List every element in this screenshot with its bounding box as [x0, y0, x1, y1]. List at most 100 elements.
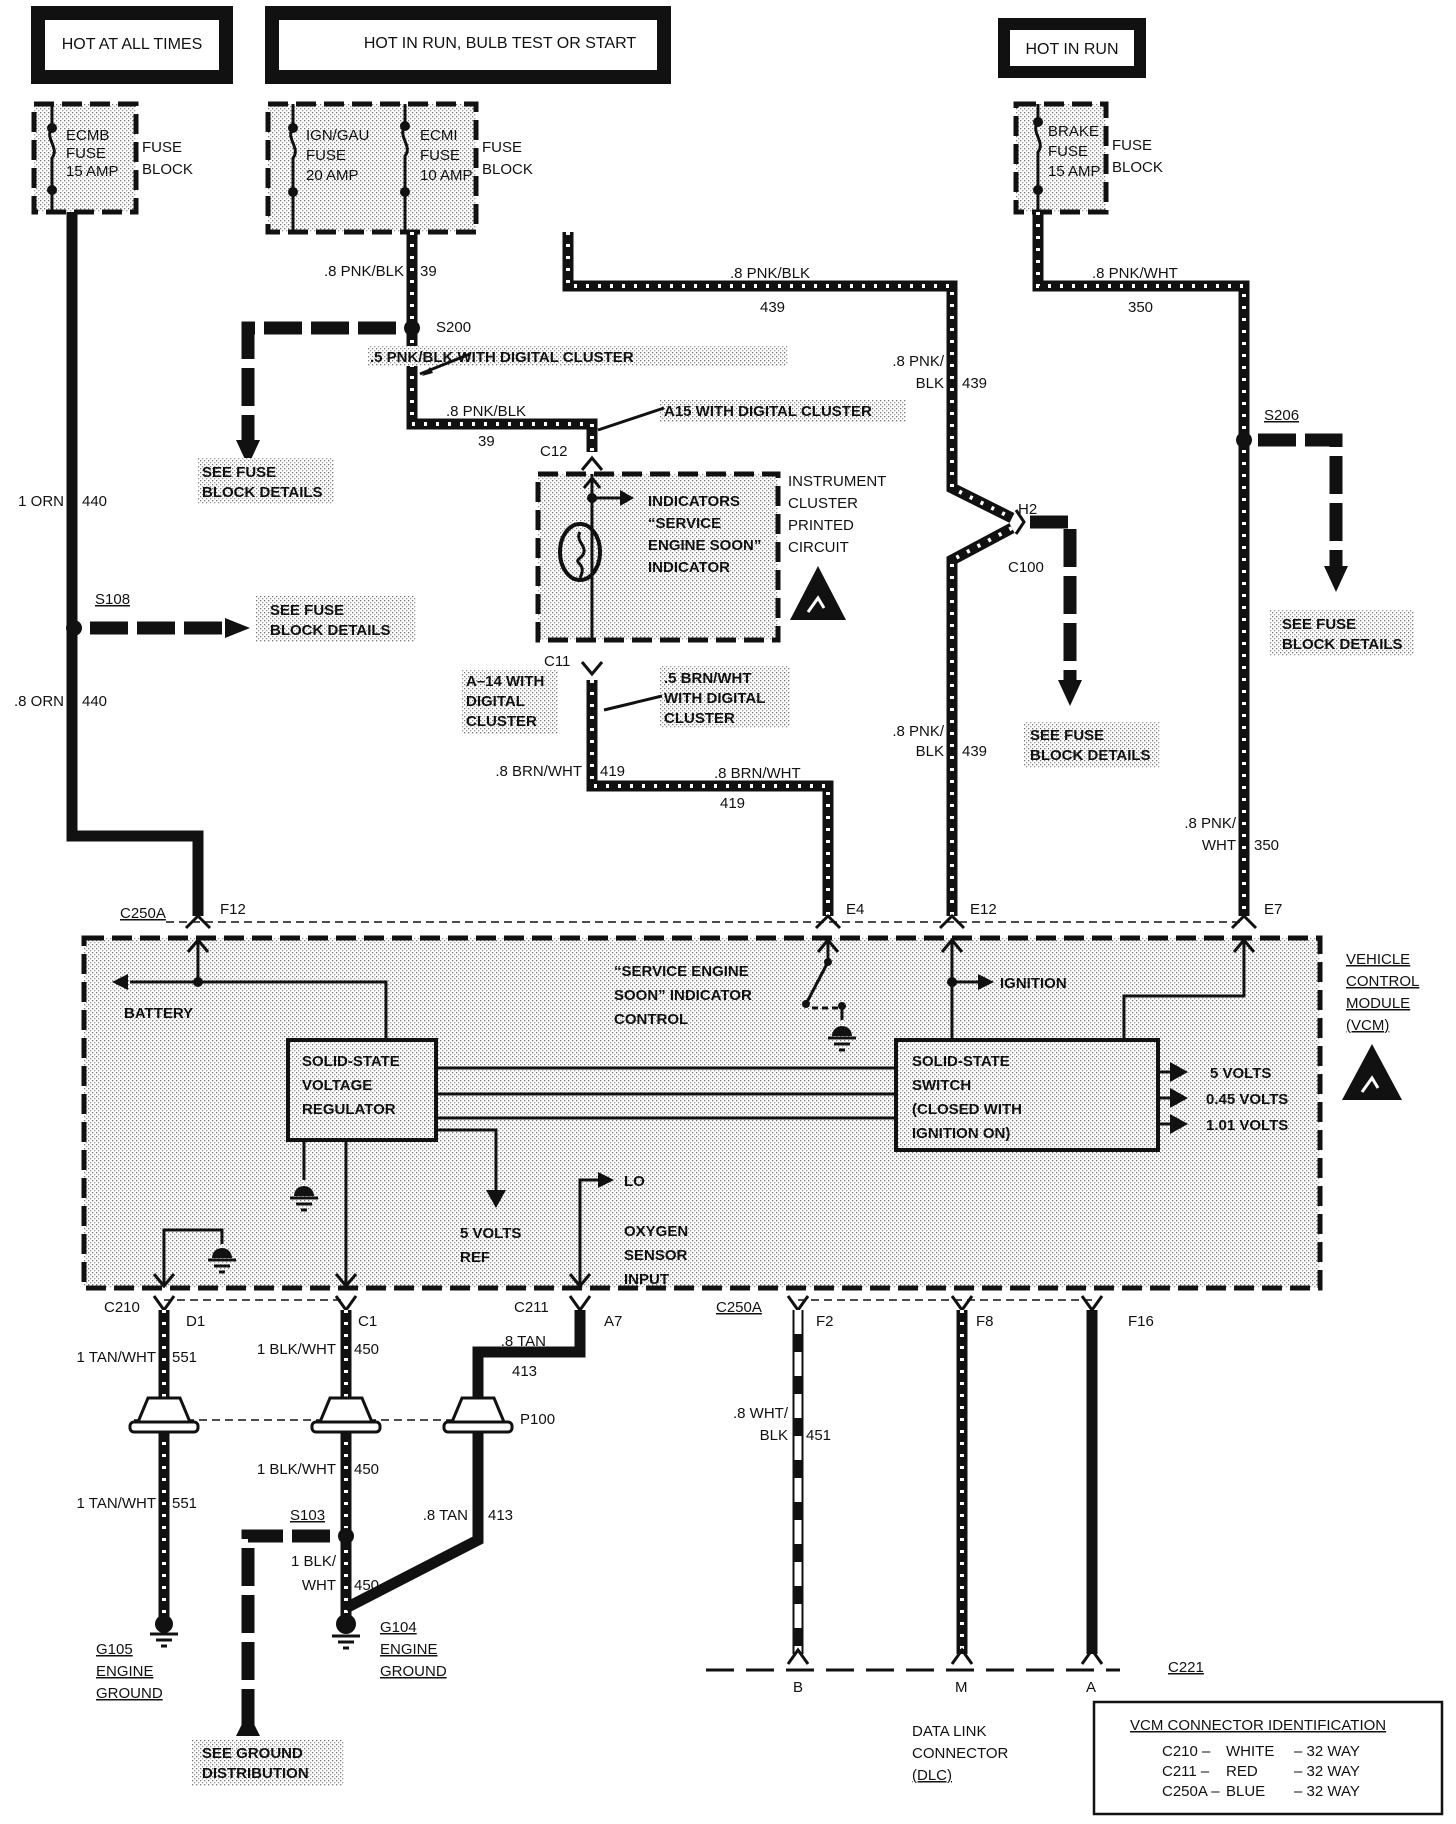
indicator-label: ENGINE SOON” — [648, 537, 761, 554]
vehicle-control-module: VEHICLE CONTROL MODULE (VCM) BATTERY SOL… — [81, 935, 1419, 1291]
see-fuse-block-label: BLOCK DETAILS — [202, 484, 323, 501]
table-cell: BLUE — [1226, 1783, 1265, 1800]
ses-control-label: SOON” INDICATOR — [614, 987, 752, 1004]
wire-label: .8 TAN — [423, 1507, 468, 1524]
ref-label: REF — [460, 1249, 490, 1266]
connector-c12: C12 — [540, 443, 604, 471]
table-title: VCM CONNECTOR IDENTIFICATION — [1130, 1717, 1386, 1734]
fuse-type: FUSE — [1048, 143, 1088, 160]
power-source-label: HOT IN RUN — [1025, 41, 1118, 58]
fuse-rating: 15 AMP — [66, 163, 119, 180]
pin-label: F12 — [220, 901, 246, 918]
indicator-label: “SERVICE — [648, 515, 721, 532]
circuit-number: 439 — [962, 375, 987, 392]
connector-id-table: VCM CONNECTOR IDENTIFICATION C210 – WHIT… — [1092, 1700, 1444, 1816]
wire-label: 1 TAN/WHT — [77, 1495, 156, 1512]
circuit-number: 350 — [1254, 837, 1279, 854]
ground-icon — [208, 1248, 236, 1274]
wire-label: 1 ORN — [18, 493, 64, 510]
wire-label: WHT — [302, 1577, 336, 1594]
table-cell: – 32 WAY — [1294, 1743, 1360, 1760]
fuse-type: FUSE — [66, 145, 106, 162]
fuse-block-label: FUSE — [1112, 137, 1152, 154]
wire-label: .8 PNK/ — [892, 353, 945, 370]
connector-label: P100 — [520, 1411, 555, 1428]
wire-label: .8 WHT/ — [733, 1405, 789, 1422]
power-source-hot-in-run-bulb-test: HOT IN RUN, BULB TEST OR START — [265, 6, 671, 84]
circuit-number: 450 — [354, 1341, 379, 1358]
circuit-number: 439 — [962, 743, 987, 760]
wire-note: .5 BRN/WHT — [664, 670, 752, 687]
see-fuse-block-label: SEE FUSE — [1282, 616, 1356, 633]
instrument-cluster: INDICATORS “SERVICE ENGINE SOON” INDICAT… — [535, 471, 886, 643]
table-cell: – 32 WAY — [1294, 1783, 1360, 1800]
pass-through-p100: P100 — [128, 1396, 555, 1434]
fuse-name: BRAKE — [1048, 123, 1099, 140]
wire-label: 1 BLK/ — [291, 1553, 337, 1570]
esd-warning-icon — [1342, 1044, 1402, 1100]
connector-note: CLUSTER — [466, 713, 537, 730]
ground-label: GROUND — [96, 1685, 163, 1702]
wire-450: 1 BLK/WHT 450 1 BLK/WHT 450 1 BLK/ WHT 4… — [257, 1310, 379, 1620]
splice-s206: S206 SEE FUSE BLOCK DETAILS — [1236, 407, 1414, 656]
table-cell: C211 – — [1162, 1763, 1210, 1780]
wire-label: 1 BLK/WHT — [257, 1341, 336, 1358]
vcm-top-connectors: C250A F12 E4 E12 E7 — [120, 901, 1282, 930]
wire-label: BLK — [760, 1427, 788, 1444]
see-ground-label: SEE GROUND — [202, 1745, 303, 1762]
see-fuse-block-label: SEE FUSE — [1030, 727, 1104, 744]
fuse-block-ecmb: ECMB FUSE 15 AMP FUSE BLOCK — [31, 101, 193, 215]
fuse-block-label: BLOCK — [142, 161, 193, 178]
output-voltage: 0.45 VOLTS — [1206, 1091, 1288, 1108]
oxygen-label: OXYGEN — [624, 1223, 688, 1240]
ignition-label: IGNITION — [1000, 975, 1067, 992]
wire-439: .8 PNK/BLK 439 .8 PNK/ BLK 439 .8 PNK/ B… — [562, 232, 1015, 916]
connector-label: C250A — [716, 1299, 762, 1316]
switch-label: (CLOSED WITH — [912, 1101, 1022, 1118]
pin-label: F8 — [976, 1313, 994, 1330]
wire-note: WITH DIGITAL — [664, 690, 765, 707]
wire-419: .8 BRN/WHT 419 .8 BRN/WHT 419 — [495, 680, 834, 916]
ses-control-label: “SERVICE ENGINE — [614, 963, 749, 980]
ses-control-label: CONTROL — [614, 1011, 688, 1028]
circuit-number: 551 — [172, 1495, 197, 1512]
wire-label: .8 PNK/ — [892, 723, 945, 740]
circuit-number: 39 — [478, 433, 495, 450]
wire-label: .8 PNK/BLK — [324, 263, 404, 280]
fuse-rating: 15 AMP — [1048, 163, 1101, 180]
dlc-label: (DLC) — [912, 1767, 952, 1784]
circuit-number: 413 — [512, 1363, 537, 1380]
fuse-type: FUSE — [306, 147, 346, 164]
wire-label: WHT — [1202, 837, 1236, 854]
connector-label: H2 — [1018, 501, 1037, 518]
cluster-title: CLUSTER — [788, 495, 858, 512]
output-voltage: 1.01 VOLTS — [1206, 1117, 1288, 1134]
see-fuse-block-label: BLOCK DETAILS — [1030, 747, 1151, 764]
pin-label: A7 — [604, 1313, 622, 1330]
indicator-label: INDICATOR — [648, 559, 730, 576]
connector-label: C250A — [120, 905, 166, 922]
power-source-label: HOT IN RUN, BULB TEST OR START — [364, 35, 637, 52]
battery-label: BATTERY — [124, 1005, 193, 1022]
power-source-hot-at-all-times: HOT AT ALL TIMES — [31, 6, 233, 84]
splice-s103: S103 SEE GROUND DISTRIBUTION — [192, 1507, 354, 1786]
ground-label: G104 — [380, 1619, 417, 1636]
fuse-block-brake: BRAKE FUSE 15 AMP FUSE BLOCK — [1013, 101, 1163, 215]
vcm-title: VEHICLE — [1346, 951, 1410, 968]
wire-label: 1 TAN/WHT — [77, 1349, 156, 1366]
pin-label: F2 — [816, 1313, 834, 1330]
circuit-number: 39 — [420, 263, 437, 280]
connector-label: C100 — [1008, 559, 1044, 576]
pin-label: B — [793, 1679, 803, 1696]
circuit-number: 419 — [600, 763, 625, 780]
fuse-block-label: BLOCK — [482, 161, 533, 178]
wire-413: .8 TAN 413 .8 TAN 413 — [343, 1310, 586, 1613]
wire-451: .8 WHT/ BLK 451 — [733, 1310, 831, 1654]
wire-label: .8 PNK/WHT — [1092, 265, 1178, 282]
pin-label: E4 — [846, 901, 864, 918]
pin-label: E7 — [1264, 901, 1282, 918]
table-cell: C210 – — [1162, 1743, 1211, 1760]
table-cell: WHITE — [1226, 1743, 1274, 1760]
wire-label: 1 BLK/WHT — [257, 1461, 336, 1478]
